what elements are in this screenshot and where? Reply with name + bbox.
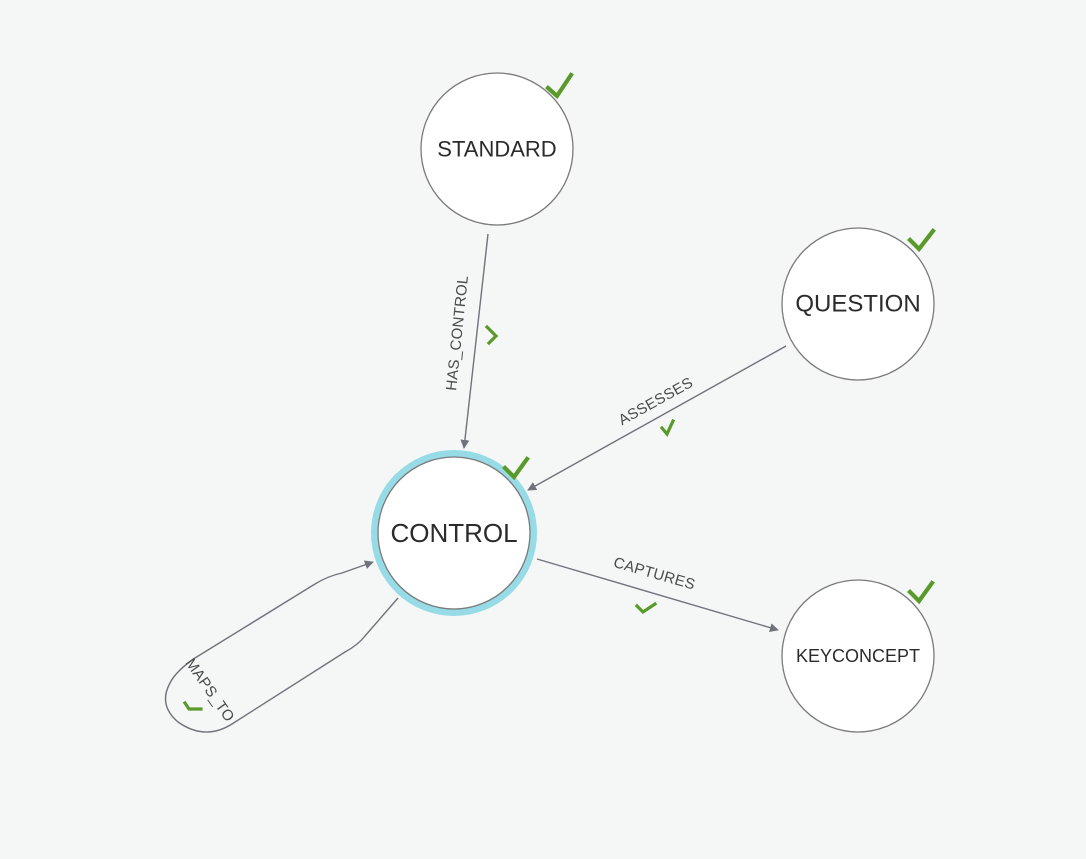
node-standard-label: STANDARD <box>437 137 556 162</box>
relationship-assesses[interactable]: ASSESSES <box>527 345 787 491</box>
check-icon <box>545 72 574 100</box>
check-icon <box>502 456 530 481</box>
node-control[interactable]: CONTROL <box>371 450 537 616</box>
assesses-label: ASSESSES <box>616 374 696 429</box>
relationship-has-control[interactable]: HAS_CONTROL <box>443 233 499 449</box>
node-control-label: CONTROL <box>390 518 517 548</box>
relationship-maps-to[interactable]: MAPS_TO <box>164 560 399 733</box>
captures-status-icon <box>634 601 658 615</box>
node-control-circle[interactable] <box>377 456 531 610</box>
node-standard[interactable]: STANDARD <box>420 72 574 226</box>
node-keyconcept[interactable]: KEYCONCEPT <box>781 579 935 733</box>
node-standard-circle[interactable] <box>420 72 574 226</box>
has-control-line[interactable] <box>460 233 489 449</box>
assesses-line[interactable] <box>527 345 787 491</box>
check-icon <box>907 580 935 605</box>
captures-label: CAPTURES <box>612 554 698 594</box>
node-control-selection-ring <box>371 450 537 616</box>
maps-to-line[interactable] <box>164 560 399 733</box>
maps-to-label: MAPS_TO <box>182 655 238 725</box>
captures-line[interactable] <box>536 558 779 633</box>
assesses-status-icon <box>659 418 676 437</box>
has-control-label: HAS_CONTROL <box>443 275 472 392</box>
relationship-captures[interactable]: CAPTURES <box>536 554 779 633</box>
node-question[interactable]: QUESTION <box>781 227 936 381</box>
maps-to-status-icon <box>182 700 203 711</box>
check-icon <box>907 228 936 253</box>
node-question-label: QUESTION <box>795 291 920 318</box>
node-question-circle[interactable] <box>781 227 935 381</box>
node-keyconcept-circle[interactable] <box>781 579 935 733</box>
node-keyconcept-label: KEYCONCEPT <box>796 646 920 666</box>
has-control-status-icon <box>484 324 499 346</box>
